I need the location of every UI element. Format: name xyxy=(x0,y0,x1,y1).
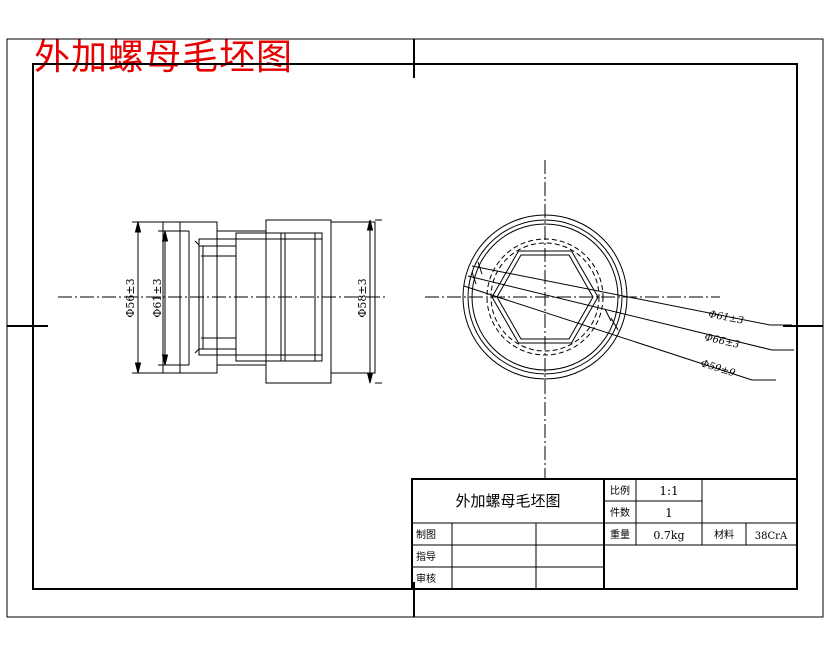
guide-label: 指导 xyxy=(416,550,436,563)
side-dim-2: Φ66±3 xyxy=(703,332,740,351)
weight-label: 重量 xyxy=(610,528,630,541)
drawing-heading: 外加螺母毛坯图 xyxy=(34,37,294,78)
title-block-name: 外加螺母毛坯图 xyxy=(455,492,560,510)
material-value: 38CrA xyxy=(755,531,788,542)
side-view xyxy=(425,160,720,480)
scale-label: 比例 xyxy=(610,484,630,497)
side-leader-lines xyxy=(463,261,794,381)
front-dim-2: Φ61±3 xyxy=(151,278,164,317)
scale-value: 1:1 xyxy=(659,484,678,498)
front-dimension-lines xyxy=(134,219,374,384)
review-label: 审核 xyxy=(416,572,436,585)
front-view xyxy=(58,219,388,384)
weight-value: 0.7kg xyxy=(653,529,684,542)
quantity-value: 1 xyxy=(665,506,673,520)
side-dim-1: Φ61±3 xyxy=(707,309,744,327)
quantity-label: 件数 xyxy=(610,506,630,519)
front-dim-3: Φ58±3 xyxy=(356,278,369,317)
material-label: 材料 xyxy=(714,528,734,541)
side-dim-3: Φ59±9 xyxy=(699,358,737,379)
front-dim-1: Φ56±3 xyxy=(124,278,137,317)
centering-marks xyxy=(7,39,823,617)
sheet-inner-frame xyxy=(32,63,798,590)
drawn-label: 制图 xyxy=(416,528,436,541)
title-block xyxy=(411,478,798,590)
sheet-outer-border xyxy=(6,38,824,618)
